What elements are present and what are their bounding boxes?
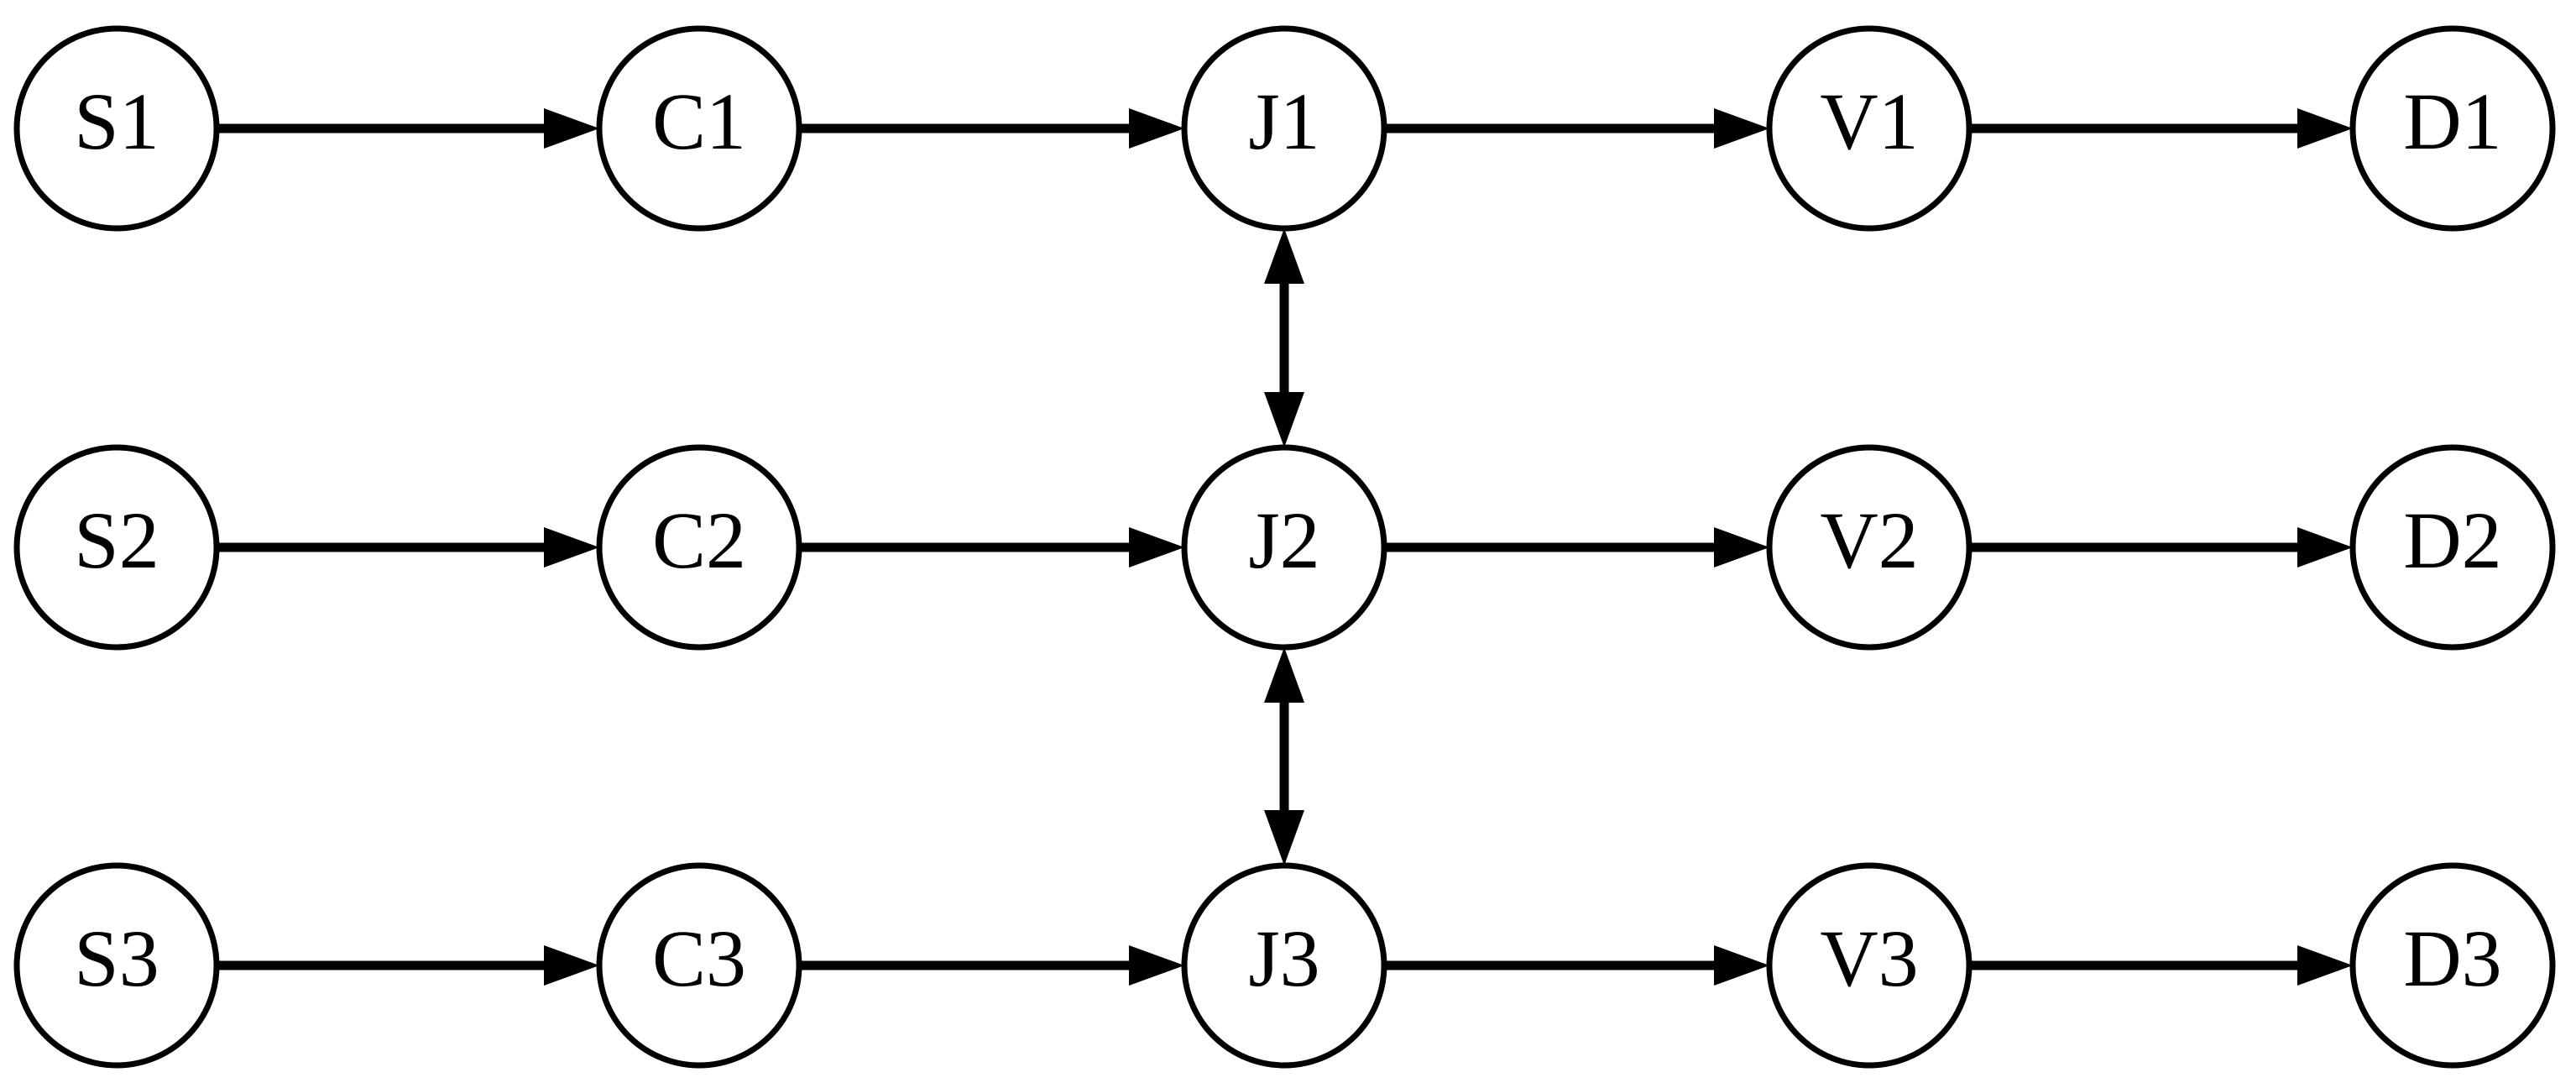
node-label: S2 [74,495,159,585]
edge-j3-to-v3 [1384,945,1769,986]
arrow-head-icon [1714,945,1769,986]
node-circle[interactable] [596,862,802,1069]
edge-j2-to-v2 [1384,527,1769,568]
node-label: C1 [652,76,746,166]
arrow-head-icon [1714,527,1769,568]
node-label: D1 [2403,76,2501,166]
edge-layer [217,108,2353,986]
node-v1[interactable]: V1 [1766,25,1972,232]
node-j3[interactable]: J3 [1181,862,1387,1069]
node-circle[interactable] [2349,862,2556,1069]
node-j1[interactable]: J1 [1181,25,1387,232]
edge-s1-to-c1 [217,108,599,149]
node-label: V3 [1820,913,1918,1003]
node-circle[interactable] [596,444,802,651]
arrow-head-icon [1129,108,1184,149]
node-label: V1 [1820,76,1918,166]
arrow-head-icon [1264,810,1304,866]
arrow-head-icon [2297,108,2353,149]
node-circle[interactable] [2349,25,2556,232]
node-s2[interactable]: S2 [13,444,220,651]
node-label: J3 [1248,913,1319,1003]
node-c2[interactable]: C2 [596,444,802,651]
node-label: C3 [652,913,746,1003]
node-d1[interactable]: D1 [2349,25,2556,232]
arrow-head-icon [2297,945,2353,986]
edge-v3-to-d3 [1969,945,2353,986]
edge-c2-to-j2 [799,527,1184,568]
arrow-head-icon [544,527,599,568]
arrow-head-icon [544,108,599,149]
node-circle[interactable] [1181,862,1387,1069]
arrow-head-icon [1129,945,1184,986]
node-d2[interactable]: D2 [2349,444,2556,651]
node-label: V2 [1820,495,1918,585]
arrow-head-icon [2297,527,2353,568]
node-circle[interactable] [13,25,220,232]
node-circle[interactable] [596,25,802,232]
node-label: J2 [1248,495,1319,585]
node-label: S1 [74,76,159,166]
node-v3[interactable]: V3 [1766,862,1972,1069]
node-label: J1 [1248,76,1319,166]
arrow-head-icon [1264,647,1304,703]
node-circle[interactable] [1181,25,1387,232]
edge-c1-to-j1 [799,108,1184,149]
node-circle[interactable] [1181,444,1387,651]
node-v2[interactable]: V2 [1766,444,1972,651]
edge-s3-to-c3 [217,945,599,986]
edge-c3-to-j3 [799,945,1184,986]
node-d3[interactable]: D3 [2349,862,2556,1069]
arrow-head-icon [1264,392,1304,447]
arrow-head-icon [1129,527,1184,568]
node-c1[interactable]: C1 [596,25,802,232]
node-circle[interactable] [1766,862,1972,1069]
edge-j1-to-v1 [1384,108,1769,149]
node-circle[interactable] [1766,25,1972,232]
node-label: D2 [2403,495,2501,585]
node-c3[interactable]: C3 [596,862,802,1069]
node-s3[interactable]: S3 [13,862,220,1069]
node-circle[interactable] [13,444,220,651]
node-s1[interactable]: S1 [13,25,220,232]
node-circle[interactable] [13,862,220,1069]
arrow-head-icon [1264,228,1304,284]
edge-v2-to-d2 [1969,527,2353,568]
edge-j2-to-j3 [1264,647,1304,866]
arrow-head-icon [1714,108,1769,149]
edge-v1-to-d1 [1969,108,2353,149]
arrow-head-icon [544,945,599,986]
edge-s2-to-c2 [217,527,599,568]
node-label: C2 [652,495,746,585]
node-circle[interactable] [1766,444,1972,651]
node-label: S3 [74,913,159,1003]
node-label: D3 [2403,913,2501,1003]
node-j2[interactable]: J2 [1181,444,1387,651]
node-circle[interactable] [2349,444,2556,651]
edge-j1-to-j2 [1264,228,1304,447]
